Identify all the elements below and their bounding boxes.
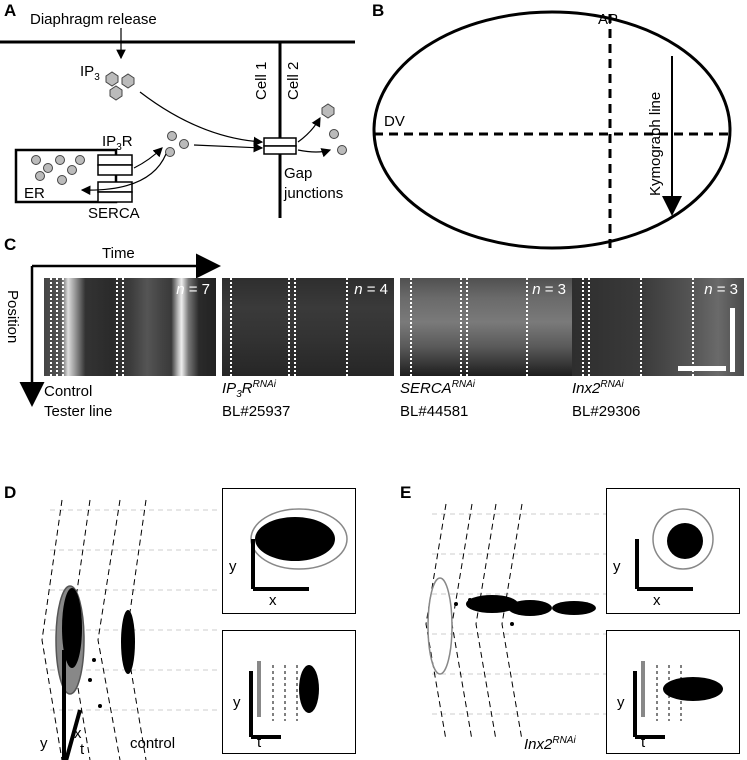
d-caption-control: control [130, 735, 176, 752]
e-inset-yt: y t [606, 630, 740, 754]
dv-label: DV [384, 113, 405, 130]
kymograph-ip3r: n = 4 [222, 278, 394, 376]
caption-ip3r-name: IP3RRNAi [222, 379, 276, 400]
n-count-inx2: n = 3 [704, 281, 738, 298]
panel-b-diagram [372, 10, 732, 250]
kymograph-serca: n = 3 [400, 278, 572, 376]
d-axis-y: y [40, 735, 48, 752]
caption-control-name: Control [44, 383, 93, 400]
ip3r-label: IP3R [102, 133, 133, 153]
e-inset-xy-y: y [613, 558, 621, 575]
diaphragm-release-label: Diaphragm release [30, 11, 157, 28]
panel-c-axes [19, 253, 221, 407]
caption-inx2-name: Inx2RNAi [572, 379, 624, 397]
e-inset-yt-t: t [641, 734, 646, 751]
panel-c-label: C [4, 235, 17, 254]
e-inset-xy: y x [606, 488, 740, 614]
caption-serca-line: BL#44581 [400, 403, 469, 420]
d-inset-xy-x: x [269, 592, 277, 609]
panel-d-3d-plot [41, 499, 220, 760]
caption-control-line: Tester line [44, 403, 113, 420]
e-caption-inx2: Inx2RNAi [524, 735, 576, 753]
position-label: Position [4, 290, 21, 344]
e-inset-yt-y: y [617, 694, 625, 711]
er-label: ER [24, 185, 45, 202]
scale-bar-vertical [730, 308, 735, 372]
kymograph-inx2: n = 3 [572, 278, 744, 376]
e-inset-xy-x: x [653, 592, 661, 609]
caption-serca-name: SERCARNAi [400, 379, 476, 397]
n-count-control: n = 7 [176, 281, 210, 298]
d-inset-xy: y x [222, 488, 356, 614]
serca-label: SERCA [88, 205, 140, 222]
n-count-ip3r: n = 4 [354, 281, 388, 298]
kymograph-control: n = 7 [44, 278, 216, 376]
kymograph-line-label: Kymograph line [647, 91, 664, 196]
caption-inx2-line: BL#29306 [572, 403, 641, 420]
panel-a-diagram [0, 28, 355, 218]
panel-d-label: D [4, 483, 17, 502]
cell2-label: Cell 2 [285, 61, 302, 100]
panel-e-label: E [400, 483, 412, 502]
d-inset-yt: y t [222, 630, 356, 754]
panel-e-3d-plot [425, 503, 612, 741]
d-axis-t: t [80, 741, 85, 758]
ap-label: AP [598, 11, 619, 28]
gap-label: Gap [284, 165, 313, 182]
caption-ip3r-line: BL#25937 [222, 403, 291, 420]
cell1-label: Cell 1 [253, 61, 270, 100]
n-count-serca: n = 3 [532, 281, 566, 298]
panel-a-label: A [4, 1, 17, 20]
d-inset-yt-t: t [257, 734, 262, 751]
scale-bar-horizontal [678, 366, 726, 371]
d-inset-xy-y: y [229, 558, 237, 575]
d-axis-x: x [74, 725, 82, 742]
panel-b-label: B [372, 1, 385, 20]
time-label: Time [102, 245, 135, 262]
ip3-label: IP3 [80, 63, 100, 83]
junctions-label: junctions [284, 185, 344, 202]
d-inset-yt-y: y [233, 694, 241, 711]
